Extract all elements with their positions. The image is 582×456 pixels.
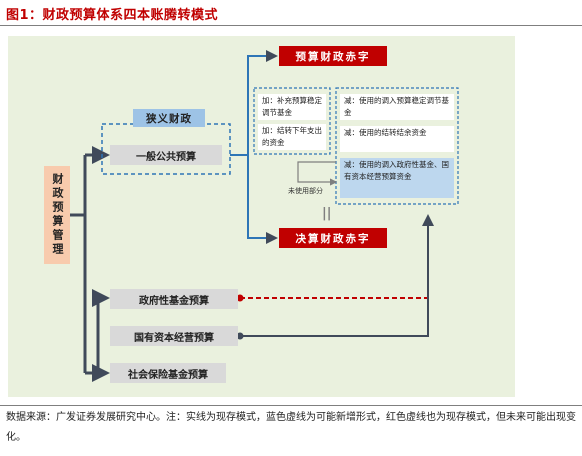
state-capital-line [240, 214, 434, 337]
final-deficit-box: 决算财政赤字 [279, 228, 387, 248]
general-public-budget-box: 一般公共预算 [110, 145, 222, 165]
equals-sign: || [322, 206, 332, 221]
gov-fund-budget-box: 政府性基金预算 [110, 289, 238, 309]
sub-note-stabilization-fund: 减：使用的调入预算稳定调节基金 [340, 94, 454, 120]
sub-note-transfer-in: 减：使用的调入政府性基金、国有资本经营预算资金 [340, 158, 454, 198]
add-note-carryover: 加：结转下年支出的资金 [258, 124, 326, 150]
source-note: 数据来源：广发证券发展研究中心。注：实线为现存模式，蓝色虚线为可能新增形式，红色… [6, 412, 576, 443]
add-notes-frame [253, 87, 331, 155]
gov-fund-red-dot [236, 294, 244, 302]
title-divider [0, 25, 582, 26]
sub-notes-frame [335, 87, 459, 205]
social-security-budget-box: 社会保险基金预算 [110, 363, 226, 383]
add-note-stabilization-fund: 加：补充预算稳定调节基金 [258, 94, 326, 120]
source-divider [0, 405, 582, 406]
state-capital-budget-box: 国有资本经营预算 [110, 326, 238, 346]
figure-title: 图1：财政预算体系四本账腾转模式 [6, 8, 219, 23]
budget-deficit-box: 预算财政赤字 [279, 46, 387, 66]
fiscal-budget-management-label: 财政预算管理 [44, 166, 70, 264]
narrow-finance-label: 狭义财政 [133, 109, 205, 127]
unused-arrow [297, 161, 338, 186]
unused-part-label: 未使用部分 [288, 187, 323, 195]
sub-note-carryover-balance: 减：使用的结转结余资金 [340, 126, 454, 152]
